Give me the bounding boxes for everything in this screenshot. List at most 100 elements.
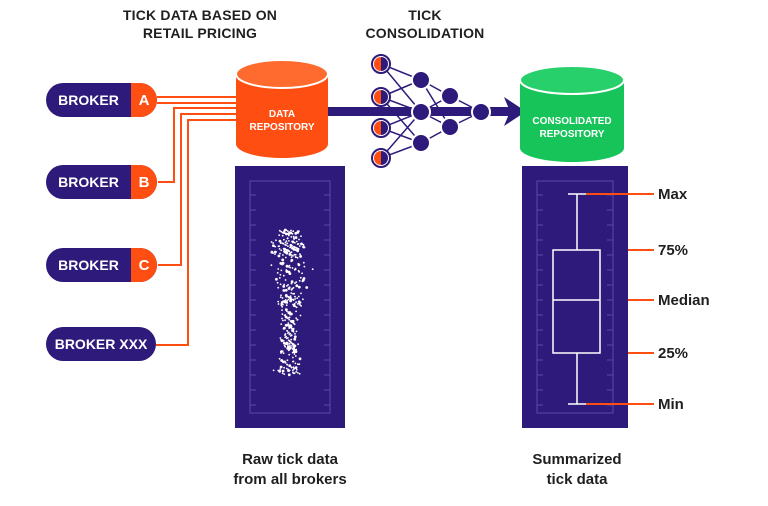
tick-dot bbox=[293, 238, 295, 240]
tick-dot bbox=[277, 268, 280, 270]
tick-dot bbox=[289, 311, 292, 313]
tick-consolidation-title: TICK CONSOLIDATION bbox=[365, 7, 485, 41]
tick-dot bbox=[296, 297, 299, 299]
tick-dot bbox=[283, 373, 286, 375]
tick-dot bbox=[277, 254, 281, 258]
tick-dot bbox=[284, 288, 288, 292]
tick-dot bbox=[295, 306, 298, 309]
tick-dot bbox=[294, 298, 296, 300]
tick-dot bbox=[274, 253, 276, 256]
tick-dot bbox=[272, 369, 275, 372]
tick-dot bbox=[292, 230, 295, 233]
stat-min-label: Min bbox=[658, 396, 684, 413]
consolidated-repository-label: CONSOLIDATED REPOSITORY bbox=[532, 116, 612, 140]
tick-dot bbox=[295, 284, 299, 288]
tick-dot bbox=[296, 249, 299, 253]
tick-dot bbox=[289, 295, 292, 298]
tick-dot bbox=[291, 347, 294, 350]
tick-dot bbox=[282, 254, 284, 256]
tick-dot bbox=[277, 369, 280, 372]
hidden-node-5 bbox=[440, 117, 460, 137]
tick-dot bbox=[281, 309, 283, 311]
tick-dot bbox=[292, 366, 295, 368]
tick-dot bbox=[281, 297, 284, 299]
broker-xxx: BROKER XXX bbox=[46, 327, 156, 361]
tick-dot bbox=[283, 301, 286, 304]
tick-dot bbox=[282, 339, 285, 342]
tick-dot bbox=[286, 301, 288, 304]
tick-dot bbox=[302, 243, 305, 246]
tick-dot bbox=[298, 245, 301, 247]
tick-dot bbox=[282, 274, 285, 277]
tick-dot bbox=[279, 337, 282, 339]
tick-dot bbox=[288, 365, 291, 368]
tick-dot bbox=[287, 373, 291, 377]
tick-dot bbox=[284, 314, 287, 316]
tick-dot bbox=[272, 244, 275, 248]
tick-dot bbox=[282, 327, 285, 330]
tick-dot bbox=[272, 242, 274, 244]
tick-dot bbox=[295, 247, 298, 250]
tick-dot bbox=[279, 296, 282, 298]
tick-dot bbox=[290, 366, 293, 369]
input-node-2 bbox=[371, 87, 391, 107]
tick-dot bbox=[294, 295, 296, 298]
tick-dot bbox=[296, 319, 299, 321]
tick-dot bbox=[290, 345, 292, 347]
tick-dot bbox=[283, 366, 285, 369]
tick-dot bbox=[303, 246, 306, 249]
tick-dot bbox=[284, 319, 286, 322]
tick-dot bbox=[295, 317, 298, 320]
tick-dot bbox=[275, 251, 277, 253]
tick-dot bbox=[293, 337, 297, 341]
tick-dot bbox=[294, 362, 297, 365]
tick-dot bbox=[270, 241, 273, 243]
tick-dot bbox=[298, 279, 301, 282]
tick-dot bbox=[291, 267, 294, 269]
tick-dot bbox=[285, 367, 288, 370]
tick-dot bbox=[291, 330, 293, 332]
tick-dot bbox=[290, 338, 293, 341]
tick-dot bbox=[282, 289, 286, 292]
tick-dot bbox=[280, 302, 283, 305]
tick-dot bbox=[298, 363, 301, 366]
tick-dot bbox=[290, 256, 293, 258]
tick-dot bbox=[282, 319, 284, 322]
tick-dot bbox=[297, 285, 301, 289]
tick-dot bbox=[289, 266, 291, 269]
tick-dot bbox=[301, 280, 304, 283]
tick-dot bbox=[290, 280, 294, 284]
tick-dot bbox=[303, 265, 306, 268]
tick-dot bbox=[288, 353, 291, 356]
tick-dot bbox=[297, 363, 299, 366]
tick-dot bbox=[282, 285, 286, 288]
data-repository-cylinder bbox=[235, 59, 329, 158]
tick-dot bbox=[282, 231, 286, 235]
tick-dot bbox=[278, 245, 280, 248]
broker-connectors bbox=[156, 96, 240, 346]
tick-dot bbox=[286, 285, 288, 287]
tick-dot bbox=[285, 269, 289, 273]
tick-dot bbox=[290, 258, 294, 262]
tick-dot bbox=[279, 368, 282, 370]
tick-dot bbox=[292, 298, 295, 301]
tick-dot bbox=[292, 329, 295, 331]
tick-dot bbox=[295, 240, 298, 243]
tick-dot bbox=[285, 240, 288, 243]
tick-dot bbox=[291, 351, 294, 354]
tick-dot bbox=[292, 292, 294, 295]
tick-dot bbox=[285, 264, 289, 268]
tick-dot bbox=[295, 237, 298, 240]
tick-dot bbox=[279, 242, 282, 245]
tick-dot bbox=[292, 286, 295, 289]
tick-dot bbox=[276, 281, 279, 284]
tick-dot bbox=[284, 336, 287, 339]
tick-dot bbox=[289, 347, 292, 350]
tick-dot bbox=[283, 283, 285, 286]
tick-dot bbox=[295, 310, 297, 313]
tick-dot bbox=[285, 232, 288, 236]
connector-b bbox=[158, 107, 240, 183]
stat-p75-label: 75% bbox=[658, 242, 689, 259]
tick-dot bbox=[281, 317, 283, 320]
